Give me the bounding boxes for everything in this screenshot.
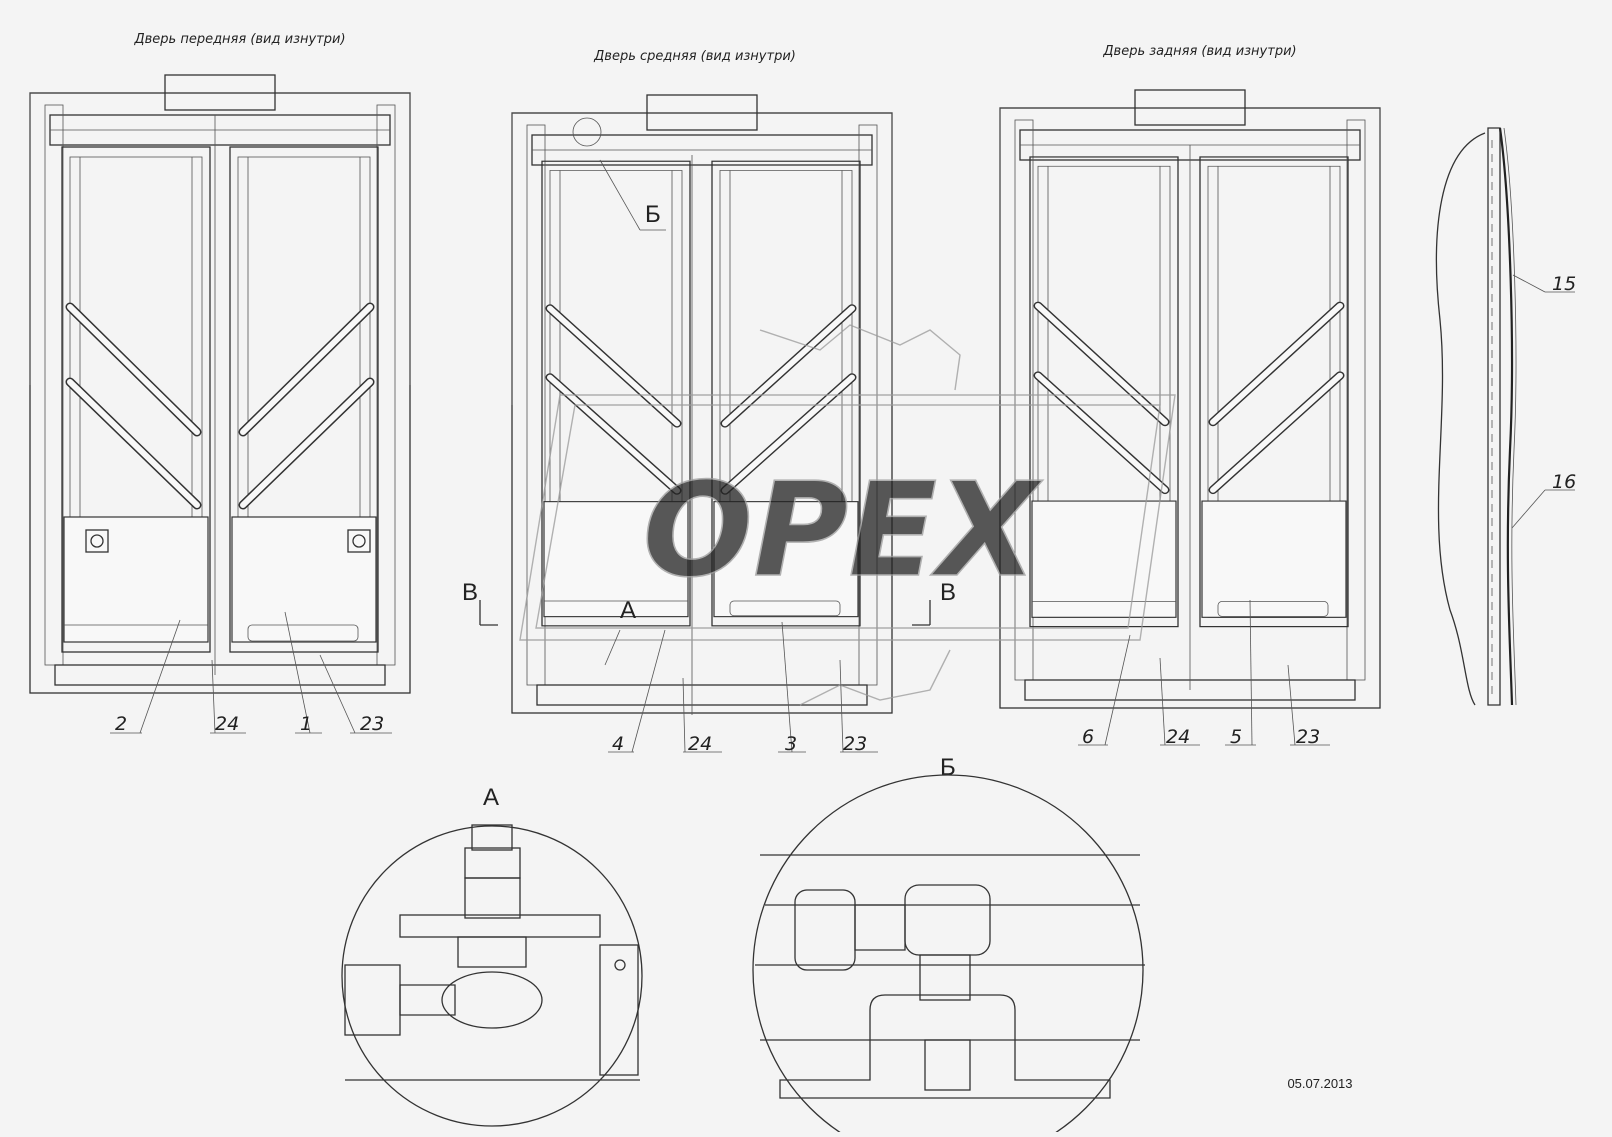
svg-text:5: 5 [1230, 726, 1242, 748]
svg-text:23: 23 [1296, 726, 1320, 748]
section-marker-left: В [462, 579, 498, 626]
svg-text:4: 4 [612, 733, 624, 755]
detail-b-reference: Б [599, 159, 666, 231]
watermark-text: OPEX [643, 454, 1044, 606]
side-profile-view [1435, 127, 1517, 706]
detail-b: Б [752, 754, 1145, 1137]
svg-text:В: В [462, 579, 478, 606]
section-marker-right: В [912, 579, 956, 626]
svg-text:3: 3 [785, 733, 797, 755]
detail-a-label: А [483, 784, 499, 811]
svg-text:24: 24 [688, 733, 712, 755]
svg-text:В: В [940, 579, 956, 606]
detail-a: А [341, 784, 643, 1127]
svg-text:6: 6 [1082, 726, 1094, 748]
middle-door-view [511, 94, 893, 715]
rear-door-title: Дверь задняя (вид изнутри) [1102, 44, 1296, 59]
svg-text:15: 15 [1552, 273, 1576, 295]
drawing-date: 05.07.2013 [1287, 1076, 1352, 1091]
callouts-side: 15 16 [1511, 273, 1576, 529]
callouts-middle: 4 24 3 23 [608, 621, 878, 755]
svg-text:2: 2 [115, 713, 127, 735]
svg-text:23: 23 [360, 713, 384, 735]
callouts-front: 2 24 1 23 [110, 611, 392, 735]
front-door-view [29, 74, 411, 694]
svg-text:1: 1 [300, 713, 312, 735]
watermark-logo: OPEX [519, 324, 1176, 706]
callouts-rear: 6 24 5 23 [1078, 599, 1330, 748]
detail-b-label: Б [940, 754, 956, 781]
svg-text:24: 24 [1166, 726, 1190, 748]
svg-text:16: 16 [1552, 471, 1576, 493]
svg-text:23: 23 [843, 733, 867, 755]
svg-text:А: А [620, 597, 636, 624]
svg-text:Б: Б [645, 201, 661, 228]
front-door-title: Дверь передняя (вид изнутри) [133, 32, 345, 47]
middle-door-title: Дверь средняя (вид изнутри) [593, 49, 796, 64]
detail-a-reference: А [604, 597, 636, 666]
svg-text:24: 24 [215, 713, 239, 735]
rear-door-view [999, 89, 1381, 709]
